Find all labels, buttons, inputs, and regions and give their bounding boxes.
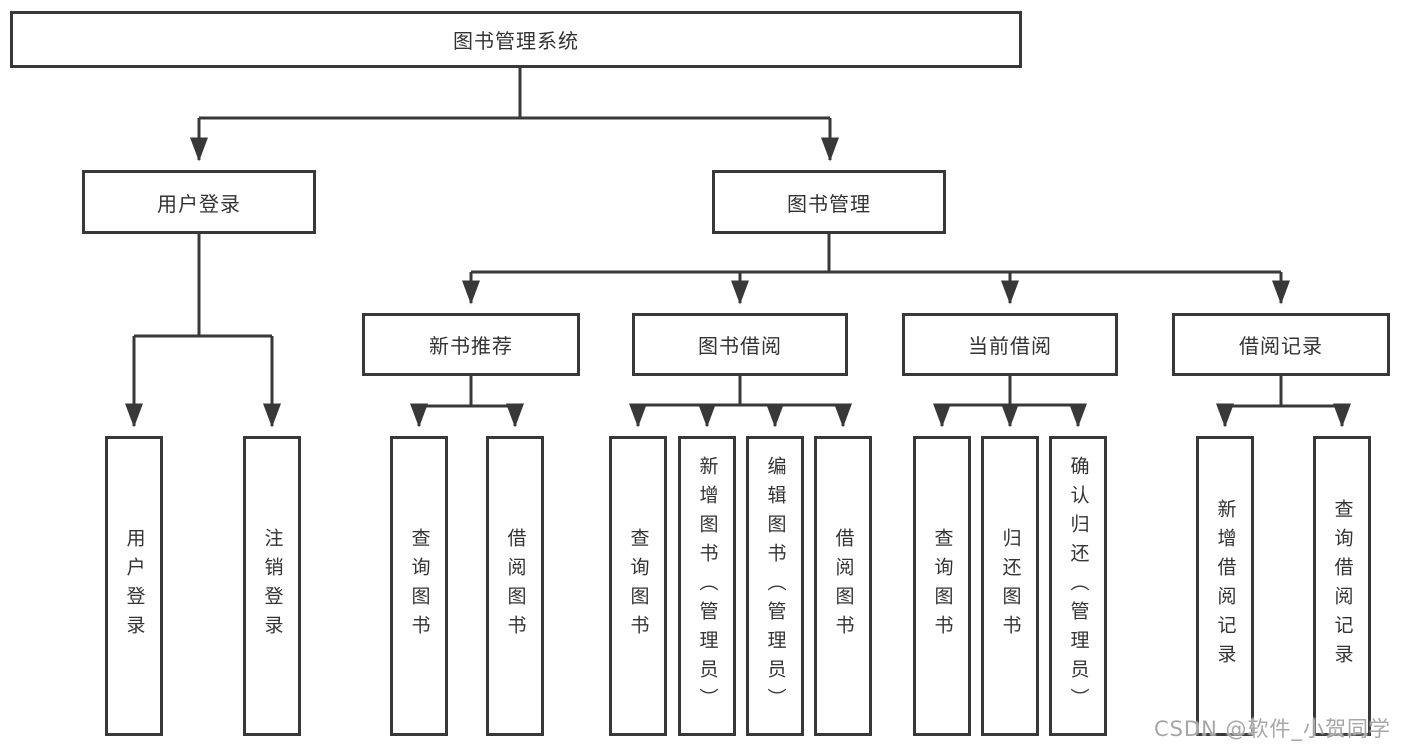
node-label: 新增借阅记录: [1214, 499, 1237, 673]
node-label: 注销登录: [261, 528, 284, 644]
leaf-user-login: 用户登录: [105, 436, 163, 736]
node-label: 编辑图书（管理员）: [764, 455, 787, 717]
leaf-borrow-books-recommend: 借阅图书: [486, 436, 544, 736]
node-label: 查询图书: [408, 528, 431, 644]
node-borrow-records: 借阅记录: [1172, 313, 1390, 376]
node-label: 确认归还（管理员）: [1067, 455, 1090, 717]
node-label: 用户登录: [123, 528, 146, 644]
node-label: 图书借阅: [698, 334, 782, 358]
node-label: 图书管理: [787, 191, 871, 216]
node-label: 借阅图书: [832, 528, 855, 644]
node-label: 当前借阅: [968, 334, 1052, 358]
leaf-query-borrow-record: 查询借阅记录: [1313, 436, 1371, 736]
node-book-management: 图书管理: [712, 170, 946, 234]
leaf-confirm-return-admin: 确认归还（管理员）: [1049, 436, 1107, 736]
node-label: 新书推荐: [429, 334, 513, 358]
leaf-query-books-recommend: 查询图书: [390, 436, 448, 736]
node-label: 图书管理系统: [453, 29, 579, 53]
leaf-add-borrow-record: 新增借阅记录: [1196, 436, 1254, 736]
csdn-watermark: CSDN @软件_小贺同学: [1153, 717, 1391, 741]
node-label: 查询图书: [931, 528, 954, 644]
leaf-add-books-admin: 新增图书（管理员）: [678, 436, 736, 736]
node-label: 新增图书（管理员）: [696, 455, 719, 717]
node-label: 借阅记录: [1239, 334, 1323, 358]
node-new-book-recommend: 新书推荐: [362, 313, 580, 376]
leaf-query-books-current: 查询图书: [913, 436, 971, 736]
node-label: 查询图书: [627, 528, 650, 644]
leaf-edit-books-admin: 编辑图书（管理员）: [746, 436, 804, 736]
node-label: 归还图书: [999, 528, 1022, 644]
leaf-return-books: 归还图书: [981, 436, 1039, 736]
leaf-logout: 注销登录: [243, 436, 301, 736]
node-book-borrow: 图书借阅: [632, 313, 848, 376]
node-label: 用户登录: [157, 191, 241, 216]
leaf-borrow-books: 借阅图书: [814, 436, 872, 736]
node-current-borrow: 当前借阅: [902, 313, 1118, 376]
leaf-query-books-borrow: 查询图书: [609, 436, 667, 736]
node-user-login: 用户登录: [82, 170, 316, 234]
node-label: 借阅图书: [504, 528, 527, 644]
node-library-management-system: 图书管理系统: [10, 11, 1022, 68]
node-label: 查询借阅记录: [1331, 499, 1354, 673]
